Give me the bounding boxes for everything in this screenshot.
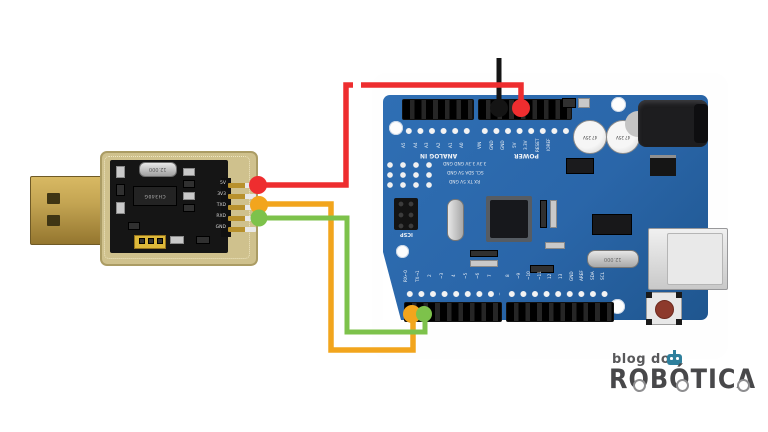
smd-component xyxy=(562,98,576,108)
usb-crystal: 12.000 xyxy=(587,250,639,268)
smd-component xyxy=(116,202,125,214)
usb-plug-slot xyxy=(47,193,60,204)
nut-icon xyxy=(676,379,689,392)
smd-component xyxy=(128,222,140,230)
smd-component xyxy=(470,250,498,257)
reset-button-cap[interactable] xyxy=(655,300,674,319)
smd-component xyxy=(116,166,125,178)
adapter-pin-rxd xyxy=(228,215,256,221)
smd-component xyxy=(183,168,195,176)
icsp-silkscreen: ICSP xyxy=(399,231,413,237)
smd-component xyxy=(550,200,557,228)
voltage-regulator xyxy=(650,155,676,176)
main-crystal xyxy=(447,199,464,241)
mounting-hole xyxy=(396,245,409,258)
dc-barrel-jack-end xyxy=(694,104,708,143)
smd-component xyxy=(545,242,565,249)
usb-serial-chip xyxy=(592,214,632,235)
reset-button[interactable] xyxy=(646,292,682,325)
adapter-pin-5v xyxy=(228,182,256,188)
smd-component xyxy=(183,204,195,212)
digital-through-holes-right xyxy=(506,290,612,298)
logo-blog-do: blog do xyxy=(612,352,671,367)
smd-component xyxy=(470,260,498,267)
adapter-pin-header xyxy=(221,178,231,237)
soic8-chip xyxy=(566,158,594,174)
nut-icon xyxy=(737,379,750,392)
smd-component xyxy=(170,236,184,244)
smd-component xyxy=(196,236,210,244)
voltage-jumper xyxy=(134,235,166,249)
analog-header xyxy=(402,99,474,120)
power-header xyxy=(478,99,572,120)
adapter-crystal: 12.000 xyxy=(139,162,177,177)
adapter-pin-3v3 xyxy=(228,193,256,199)
adapter-pin-labels: 5V 3V3 TXD RXD GND xyxy=(215,181,226,230)
ch340-chip: CH340G xyxy=(133,186,177,206)
usb-b-connector xyxy=(648,228,728,290)
smd-component xyxy=(530,265,554,273)
nut-icon xyxy=(633,379,646,392)
adapter-pin-txd xyxy=(228,204,256,210)
power-silkscreen: POWER xyxy=(513,152,539,159)
mcu-chip xyxy=(486,196,532,242)
usb-a-plug xyxy=(30,176,112,245)
analog-through-holes xyxy=(403,127,473,135)
mounting-hole xyxy=(389,121,403,135)
digital-through-holes-left xyxy=(404,290,500,298)
robot-icon xyxy=(667,350,682,365)
mounting-hole xyxy=(611,97,626,112)
icsp-header xyxy=(394,198,418,230)
smd-component xyxy=(578,98,590,108)
digital-header-left xyxy=(404,302,502,322)
power-through-holes xyxy=(479,127,571,135)
smd-component xyxy=(183,192,195,200)
electrolytic-capacitor: 47 25V xyxy=(573,120,607,154)
smd-component xyxy=(183,180,195,188)
smd-component xyxy=(116,184,125,196)
adapter-pin-gnd xyxy=(228,226,256,232)
smd-component xyxy=(540,200,547,228)
breakout-pad-grid xyxy=(386,161,432,189)
usb-plug-slot xyxy=(47,215,60,226)
digital-header-right xyxy=(506,302,614,322)
pad-grid-silkscreen: 3.3V 3.3V GND GND SCL SDA 5V GND RX TX 5… xyxy=(443,160,487,183)
